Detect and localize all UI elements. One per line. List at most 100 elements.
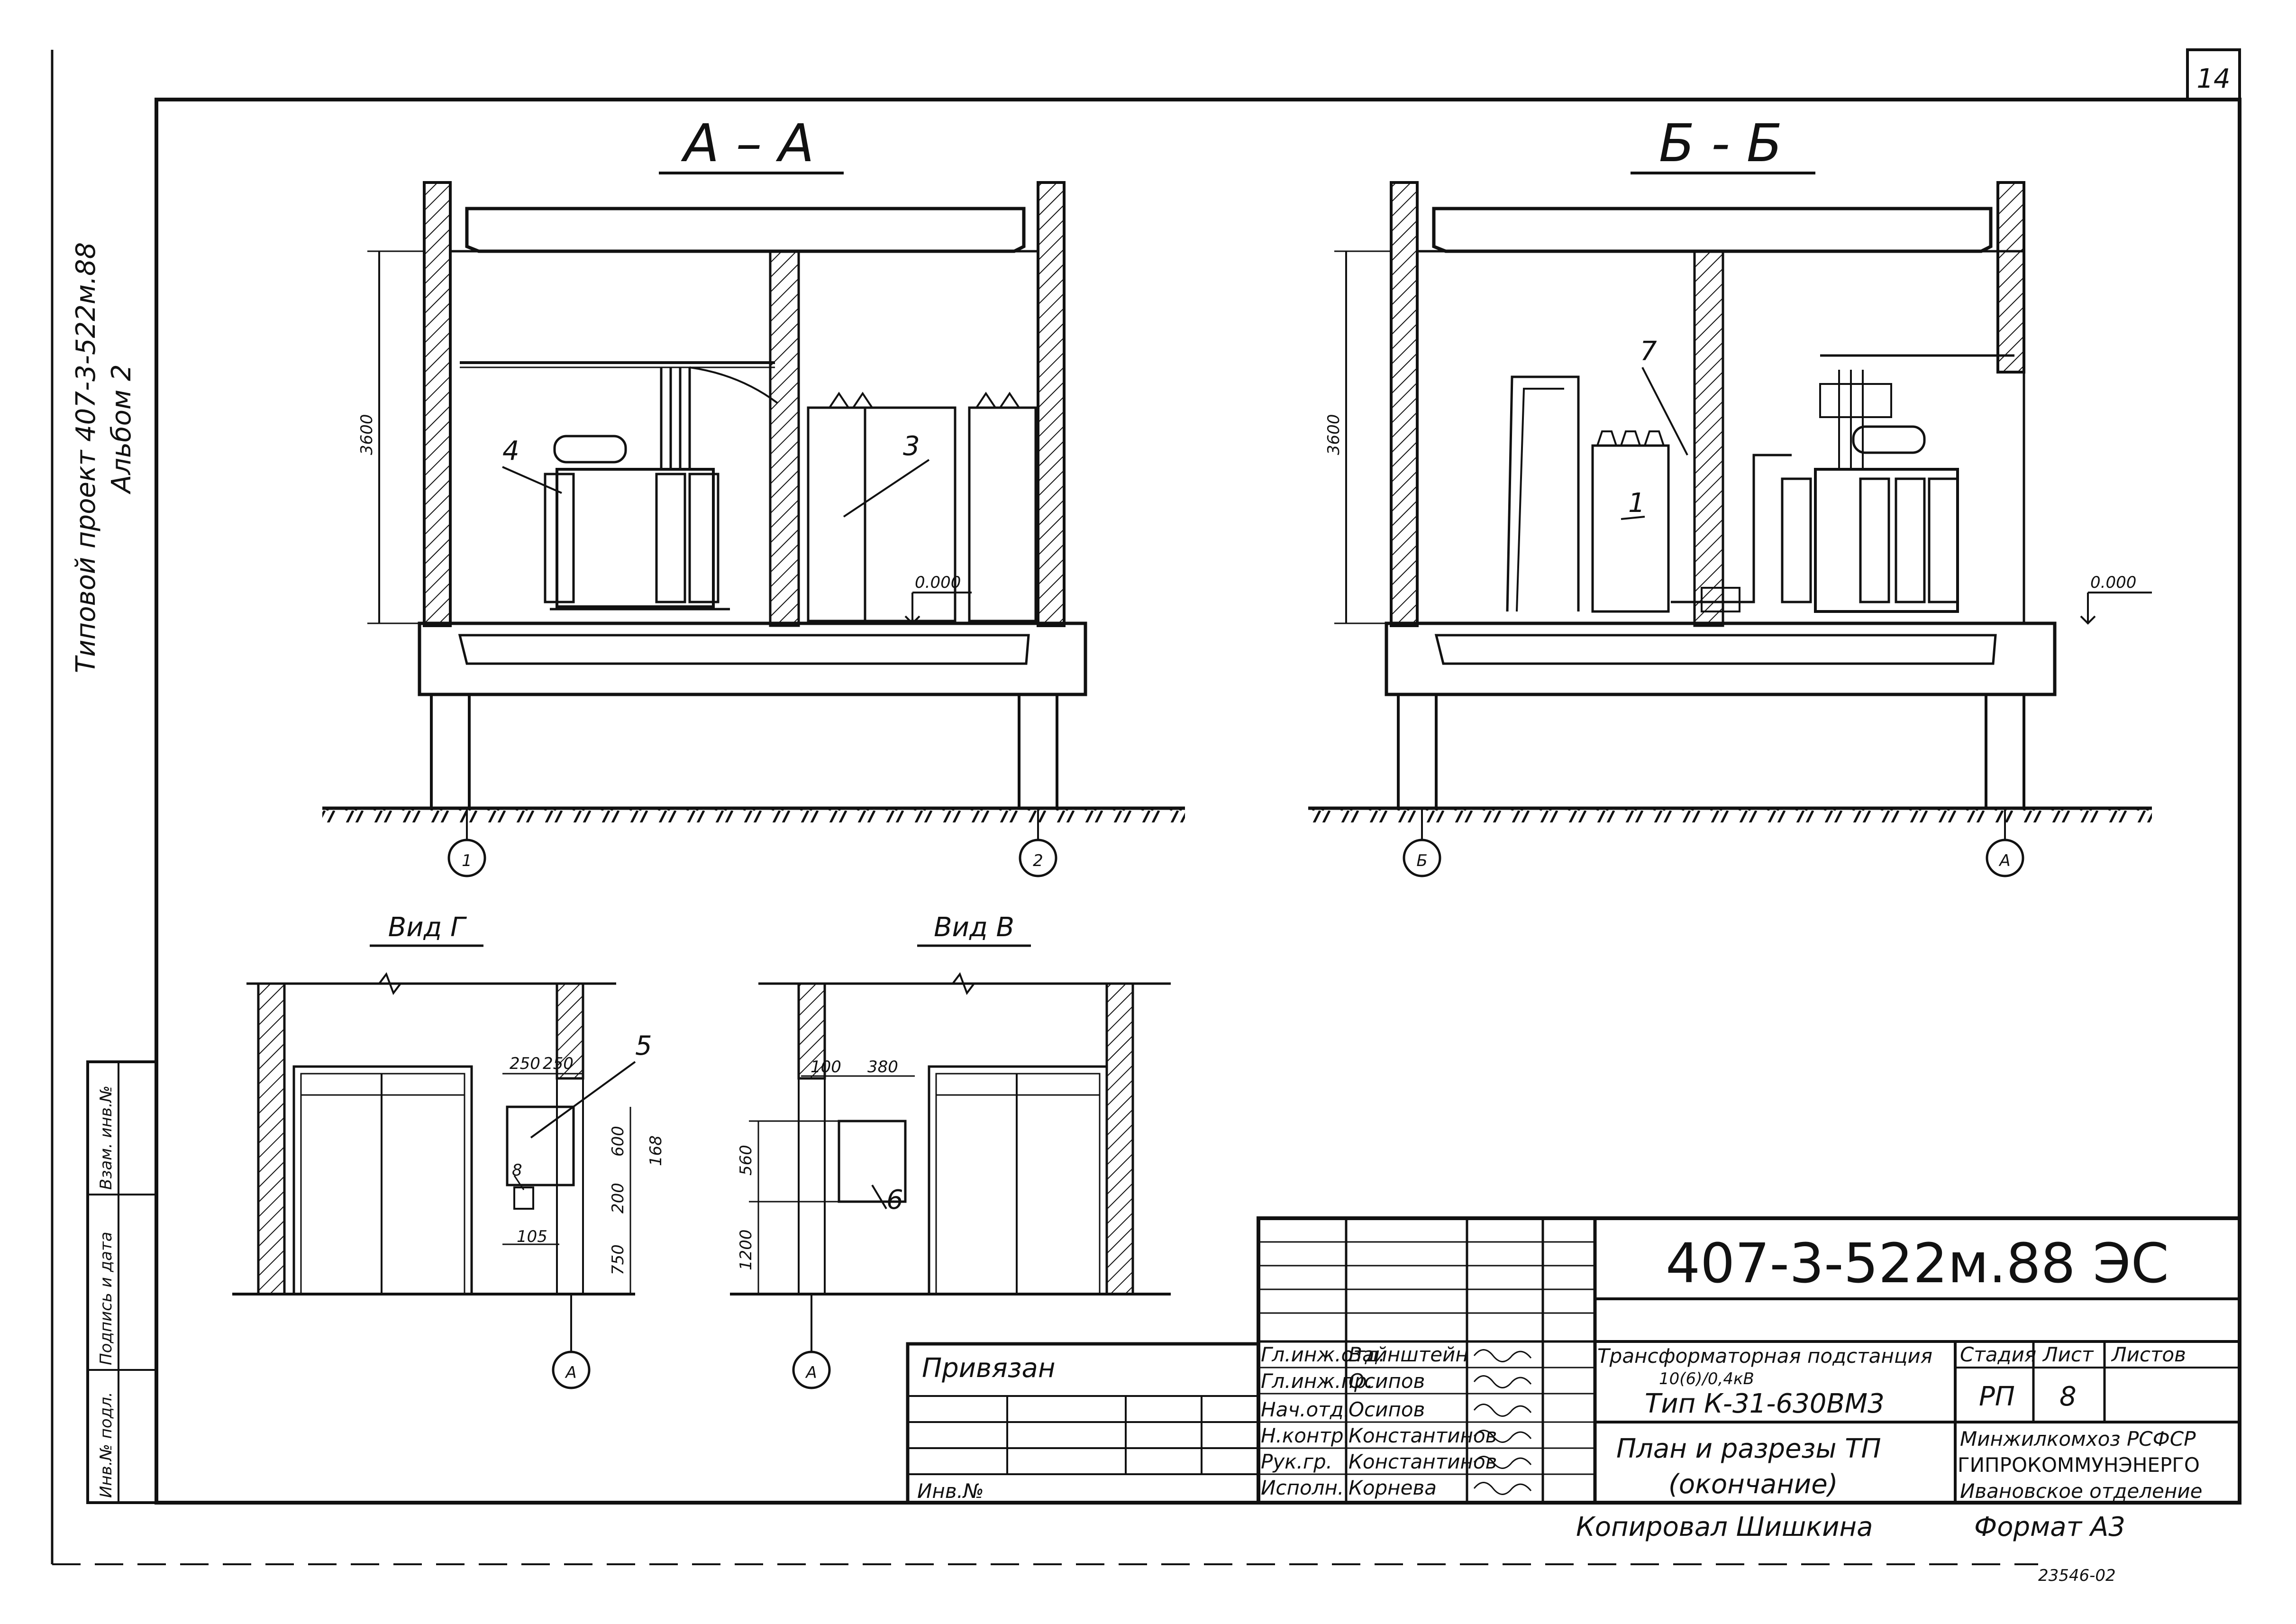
stage-header: Стадия xyxy=(1960,1343,2036,1366)
role-4: Н.контр. xyxy=(1261,1424,1350,1447)
box-5 xyxy=(506,1105,575,1186)
view-g-dim-750: 750 xyxy=(609,1244,628,1275)
view-v-dim-380: 380 xyxy=(867,1058,898,1077)
callout-3: 3 xyxy=(903,431,920,462)
bound-label: Привязан xyxy=(922,1353,1055,1384)
transformer-4 xyxy=(544,367,730,611)
signature-4 xyxy=(1473,1430,1532,1443)
org-line1: Минжилкомхоз РСФСР xyxy=(1960,1427,2196,1451)
wall-left xyxy=(423,181,452,627)
view-g-dim-168: 168 xyxy=(647,1135,665,1166)
wall-b-middle xyxy=(1693,250,1724,627)
role-3: Нач.отд. xyxy=(1261,1398,1350,1421)
name-6: Корнева xyxy=(1348,1476,1437,1499)
wall-b-left xyxy=(1390,181,1419,627)
section-b-level: 0.000 xyxy=(2090,573,2136,592)
stage-value: РП xyxy=(1979,1381,2015,1412)
name-2: Осипов xyxy=(1348,1369,1425,1393)
box-6 xyxy=(838,1120,907,1203)
order-number: 23546-02 xyxy=(2038,1566,2116,1585)
name-1: Вайнштейн xyxy=(1348,1343,1468,1366)
axis-b: Б xyxy=(1416,851,1427,870)
view-v-dim-100: 100 xyxy=(811,1058,841,1077)
view-v-dim-560: 560 xyxy=(737,1145,756,1176)
signature-3 xyxy=(1473,1404,1532,1417)
sheet-value: 8 xyxy=(2059,1381,2077,1412)
signature-2 xyxy=(1473,1375,1532,1388)
view-g-title: Вид Г xyxy=(388,912,467,943)
org-line2: ГИПРОКОММУНЭНЕРГО xyxy=(1958,1453,2200,1477)
view-g-dim-250b: 250 xyxy=(543,1054,574,1073)
view-v-dim-1200: 1200 xyxy=(737,1229,756,1270)
role-2: Гл.инж.пр. xyxy=(1261,1369,1373,1393)
axis-a: А xyxy=(1998,851,2010,870)
door-g xyxy=(292,1065,473,1296)
view-g: Вид Г 5 8 250 250 600 168 200 750 105 А xyxy=(232,912,665,1389)
box-8 xyxy=(513,1186,534,1210)
inv-label: Инв.№ xyxy=(917,1479,984,1503)
section-a-height: 3600 xyxy=(357,414,376,455)
switchgear-3 xyxy=(807,392,1037,622)
side-title-line2: Альбом 2 xyxy=(106,364,137,494)
view-g-axis: А xyxy=(565,1363,576,1382)
sheet-number-box xyxy=(2186,48,2241,101)
signature-1 xyxy=(1473,1349,1532,1362)
side-replaces-inv: Взам. инв.№ xyxy=(97,1086,116,1190)
callout-5: 5 xyxy=(635,1031,652,1061)
section-b-b: Б - Б 1 7 xyxy=(1308,113,2152,877)
side-stamp: Инв.№ подл. Подпись и дата Взам. инв.№ xyxy=(86,1060,158,1504)
sheet-header: Лист xyxy=(2042,1343,2094,1366)
copied-by: Копировал Шишкина xyxy=(1576,1512,1873,1542)
wall-middle xyxy=(769,250,800,627)
role-6: Исполн. xyxy=(1261,1476,1344,1499)
equipment-1 xyxy=(1591,444,1670,613)
doc-code: 407-3-522м.88 ЭС xyxy=(1666,1232,2169,1296)
org-line3: Ивановское отделение xyxy=(1960,1479,2203,1503)
section-b-height: 3600 xyxy=(1324,414,1343,455)
format: Формат А3 xyxy=(1974,1512,2125,1542)
view-v: Вид В 6 100 380 560 1200 А xyxy=(730,912,1171,1389)
signature-6 xyxy=(1473,1482,1532,1495)
name-5: Константинов xyxy=(1348,1450,1497,1473)
object-line2: 10(6)/0,4кВ xyxy=(1659,1369,1754,1388)
title-block: Привязан Инв.№ Гл.инж.отд. Вайнштейн Гл.… xyxy=(906,1216,2241,1505)
view-g-dim-200: 200 xyxy=(609,1183,628,1213)
name-3: Осипов xyxy=(1348,1398,1425,1421)
section-a-title: А – А xyxy=(681,113,814,173)
view-v-title: Вид В xyxy=(934,912,1014,943)
view-v-axis: А xyxy=(805,1363,817,1382)
view-g-dim-600: 600 xyxy=(609,1126,628,1157)
sheet-title-line2: (окончание) xyxy=(1668,1469,1838,1500)
wall-right xyxy=(1037,181,1066,627)
axis-1: 1 xyxy=(462,851,472,870)
callout-1: 1 xyxy=(1628,488,1645,519)
section-a-a: А – А xyxy=(322,113,1185,877)
side-inv-no: Инв.№ подл. xyxy=(97,1392,116,1498)
side-title-line1: Типовой проект 407-3-522м.88 xyxy=(71,242,101,673)
sheet-number: 14 xyxy=(2196,64,2230,94)
callout-6: 6 xyxy=(886,1185,903,1215)
callout-4: 4 xyxy=(502,436,519,466)
roof-slab xyxy=(465,207,1026,253)
role-5: Рук.гр. xyxy=(1261,1450,1332,1473)
role-1: Гл.инж.отд. xyxy=(1261,1343,1385,1366)
sheets-header: Листов xyxy=(2111,1343,2186,1366)
door-v xyxy=(928,1065,1108,1296)
side-title: Типовой проект 407-3-522м.88 Альбом 2 xyxy=(71,242,137,673)
section-a-level: 0.000 xyxy=(915,573,961,592)
transformer-b xyxy=(1781,354,2014,613)
section-b-title: Б - Б xyxy=(1659,113,1783,173)
signature-5 xyxy=(1473,1456,1532,1469)
callout-8: 8 xyxy=(512,1161,522,1180)
axis-2: 2 xyxy=(1033,851,1043,870)
object-line1: Трансформаторная подстанция xyxy=(1597,1344,1932,1368)
view-g-dim-105: 105 xyxy=(517,1227,547,1246)
callout-7: 7 xyxy=(1640,336,1657,367)
view-g-dim-250a: 250 xyxy=(510,1054,540,1073)
side-signature-date: Подпись и дата xyxy=(97,1232,116,1365)
name-4: Константинов xyxy=(1348,1424,1497,1447)
object-line3: Тип К-31-630ВМ3 xyxy=(1645,1388,1885,1419)
wall-b-right xyxy=(1996,181,2025,374)
